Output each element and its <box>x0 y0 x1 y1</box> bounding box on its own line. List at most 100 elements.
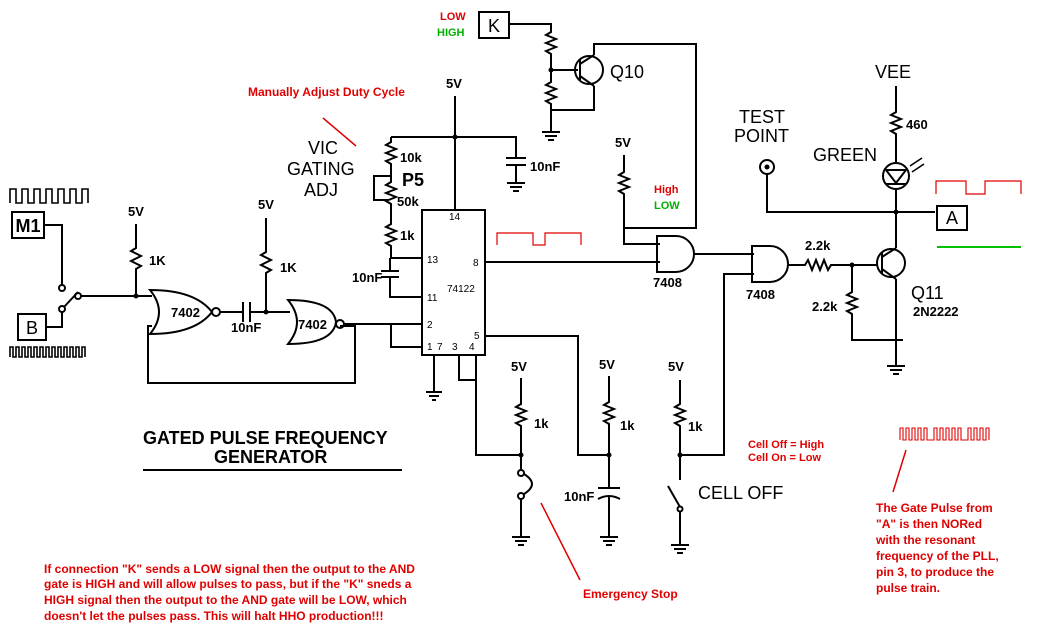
input-k-label: K <box>488 16 500 36</box>
potentiometer-wiper <box>373 175 391 201</box>
supply-5v-1: 5V <box>128 204 144 219</box>
capacitor-timing <box>381 270 399 278</box>
k-note-line2: gate is HIGH and will allow pulses to pa… <box>44 577 412 591</box>
waveform-pin8 <box>496 232 582 246</box>
nor-gate-2: 7402 <box>285 298 345 346</box>
resistor-2-2k-pull <box>844 265 903 341</box>
pin-14: 14 <box>449 212 461 223</box>
ground-chip <box>426 391 442 401</box>
resistor-1k-stop-label: 1k <box>534 416 549 431</box>
gate-pulse-pointer <box>892 449 907 493</box>
pin-13: 13 <box>427 255 439 266</box>
resistor-1k-2-label: 1K <box>280 260 297 275</box>
gate-pulse-line1: The Gate Pulse from <box>876 501 993 515</box>
capacitor-coupling-label: 10nF <box>231 320 261 335</box>
pin-11: 11 <box>427 293 438 304</box>
transistor-q10 <box>574 54 604 87</box>
gate-pulse-line3: with the resonant <box>875 533 975 547</box>
cell-off-switch <box>667 470 684 513</box>
emergency-stop-pointer <box>540 502 581 581</box>
input-b-label: B <box>26 318 38 338</box>
duty-cycle-pointer <box>322 117 357 147</box>
waveform-pll <box>899 427 990 441</box>
resistor-460 <box>888 86 904 163</box>
capacitor-pin5-label: 10nF <box>564 489 594 504</box>
ground-q11 <box>887 365 905 375</box>
transistor-q11-part: 2N2222 <box>913 304 959 319</box>
potentiometer-p5-label: P5 <box>402 170 424 190</box>
wire-cell-off <box>680 273 754 456</box>
pin-3: 3 <box>452 342 458 353</box>
k-state-low: LOW <box>440 11 466 23</box>
input-m1: M1 <box>11 211 45 239</box>
k-state-high: HIGH <box>437 27 465 39</box>
and-gate-2-label: 7408 <box>746 287 775 302</box>
waveform-a <box>935 180 1022 195</box>
k-note-line1: If connection "K" sends a LOW signal the… <box>44 562 415 576</box>
supply-5v-2: 5V <box>258 197 274 212</box>
wire-feedback <box>147 325 356 384</box>
nor-gate-2-label: 7402 <box>298 317 327 332</box>
gate-pulse-line5: pin 3, to produce the <box>876 565 994 579</box>
ground-decoupling <box>507 165 525 192</box>
and-gate-1-label: 7408 <box>653 275 682 290</box>
resistor-10k-label: 10k <box>400 150 422 165</box>
ground-cell <box>671 512 689 554</box>
transistor-q11-label: Q11 <box>911 283 944 303</box>
gate-pulse-line2: "A" is then NORed <box>876 517 982 531</box>
gate-pulse-line6: pulse train. <box>876 581 940 595</box>
selector-switch <box>58 284 82 313</box>
title-line2: GENERATOR <box>214 447 327 467</box>
pin-5: 5 <box>474 331 480 342</box>
resistor-1k-timing-label: 1k <box>400 228 415 243</box>
capacitor-pin5 <box>597 487 621 500</box>
capacitor-coupling <box>242 302 251 322</box>
mid-state-low: LOW <box>654 200 680 212</box>
pin-2: 2 <box>427 320 433 331</box>
resistor-2-2k-pull-label: 2.2k <box>812 299 838 314</box>
ground-k <box>542 131 560 141</box>
resistor-1k-stop <box>513 378 529 469</box>
test-point-line1: TEST <box>739 107 785 127</box>
supply-5v-5: 5V <box>511 359 527 374</box>
led-green-label: GREEN <box>813 145 877 165</box>
test-point-line2: POINT <box>734 126 789 146</box>
potentiometer-p5 <box>383 172 399 218</box>
input-b: B <box>17 313 47 341</box>
cell-off-label: CELL OFF <box>698 483 783 503</box>
wire-b <box>46 312 63 328</box>
wire-m1 <box>44 224 63 285</box>
and-gate-1: 7408 <box>653 235 695 290</box>
title-line1: GATED PULSE FREQUENCY <box>143 428 388 448</box>
supply-5v-6: 5V <box>599 357 615 372</box>
wire-pin4-to-stop <box>475 380 521 456</box>
and-gate-2: 7408 <box>746 245 789 302</box>
ground-stop <box>512 499 530 546</box>
output-a-label: A <box>946 208 958 228</box>
vic-gating-line2: GATING <box>287 159 355 179</box>
input-k: K <box>478 11 510 39</box>
ic-74122: 74122 14 13 11 8 2 5 1 7 3 4 <box>421 209 486 356</box>
nor-gate-1-label: 7402 <box>171 305 200 320</box>
pin-1: 1 <box>427 342 433 353</box>
capacitor-decoupling-label: 10nF <box>530 159 560 174</box>
led-green <box>882 157 925 190</box>
supply-vee: VEE <box>875 62 911 82</box>
ic-74122-label: 74122 <box>447 284 475 295</box>
wire-q10-emitter <box>551 86 595 111</box>
cell-state-1: Cell Off = High <box>748 439 824 451</box>
transistor-q11 <box>876 247 906 280</box>
input-m1-label: M1 <box>15 216 40 236</box>
output-a: A <box>936 205 968 231</box>
vic-gating-line3: ADJ <box>304 180 338 200</box>
resistor-1k-pin5-label: 1k <box>620 418 635 433</box>
resistor-1k-timing <box>383 218 422 259</box>
k-note-line4: doesn't let the pulses pass. This will h… <box>44 609 384 623</box>
pin-8: 8 <box>473 258 479 269</box>
mid-state-high: High <box>654 184 679 196</box>
resistor-460-label: 460 <box>906 117 928 132</box>
transistor-q10-label: Q10 <box>610 62 644 82</box>
resistor-1k-cell-label: 1k <box>688 419 703 434</box>
resistor-1k-pin5 <box>601 376 617 488</box>
